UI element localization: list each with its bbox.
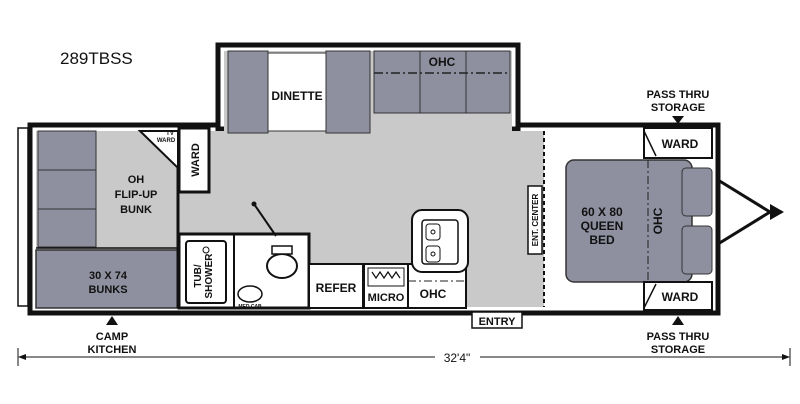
- ward-bottom-label: WARD: [662, 290, 699, 304]
- dimension-line: 32'4": [17, 348, 791, 366]
- camp-kitchen-panel: [17, 127, 29, 307]
- pass-thru-bottom-line-1: PASS THRU: [647, 331, 710, 343]
- ward-top-label: WARD: [662, 137, 699, 151]
- bunks-label: BUNKS: [88, 284, 127, 296]
- camp-kitchen-line-1: CAMP: [96, 331, 128, 343]
- shower-label: SHOWER: [204, 253, 215, 299]
- bunks-size-label: 30 X 74: [89, 270, 128, 282]
- tv-label: TV: [166, 131, 174, 137]
- hitch: [717, 178, 784, 246]
- ohc-top-label: OHC: [429, 55, 456, 69]
- bedroom: 60 X 80 QUEEN BED OHC WARD WARD: [565, 127, 713, 311]
- ward-left-label: WARD: [190, 143, 202, 177]
- bed-line-2: QUEEN: [581, 219, 624, 233]
- sofa-ohc: OHC: [373, 50, 511, 114]
- entry-label: ENTRY: [479, 316, 517, 328]
- kitchen: REFER MICRO OHC: [308, 209, 469, 309]
- dinette-label: DINETTE: [271, 89, 322, 103]
- bed-line-3: BED: [589, 233, 615, 247]
- bunk-line-2: FLIP-UP: [115, 189, 158, 201]
- tub-label: TUB/: [193, 264, 204, 288]
- ent-center-label: ENT. CENTER: [531, 194, 540, 247]
- ohc-bed-label: OHC: [651, 207, 665, 234]
- ohc-kitchen-label: OHC: [420, 287, 447, 301]
- callout-pass-thru-bottom: PASS THRU STORAGE: [647, 316, 710, 356]
- model-name: 289TBSS: [60, 49, 133, 68]
- pass-thru-top-line-2: STORAGE: [651, 102, 705, 114]
- bathroom: TUB/ SHOWER MED CAB: [177, 201, 311, 310]
- ward-left: WARD: [177, 126, 211, 194]
- ent-center: ENT. CENTER: [527, 185, 543, 255]
- med-cab-label: MED CAB: [238, 304, 262, 310]
- bed-line-1: 60 X 80: [581, 205, 623, 219]
- callout-pass-thru-top: PASS THRU STORAGE: [647, 89, 710, 124]
- callout-camp-kitchen: CAMP KITCHEN: [88, 316, 137, 356]
- refer-label: REFER: [316, 281, 357, 295]
- micro-label: MICRO: [368, 292, 405, 304]
- dimension-label: 32'4": [444, 351, 471, 365]
- bunk-line-3: BUNK: [120, 204, 152, 216]
- pass-thru-top-line-1: PASS THRU: [647, 89, 710, 101]
- entry-door: ENTRY: [471, 311, 523, 329]
- dinette-area: DINETTE: [227, 50, 371, 134]
- tv-ward-label: WARD: [157, 138, 176, 144]
- camp-kitchen-line-2: KITCHEN: [88, 344, 137, 356]
- pass-thru-bottom-line-2: STORAGE: [651, 344, 705, 356]
- bunk-line-1: OH: [128, 174, 145, 186]
